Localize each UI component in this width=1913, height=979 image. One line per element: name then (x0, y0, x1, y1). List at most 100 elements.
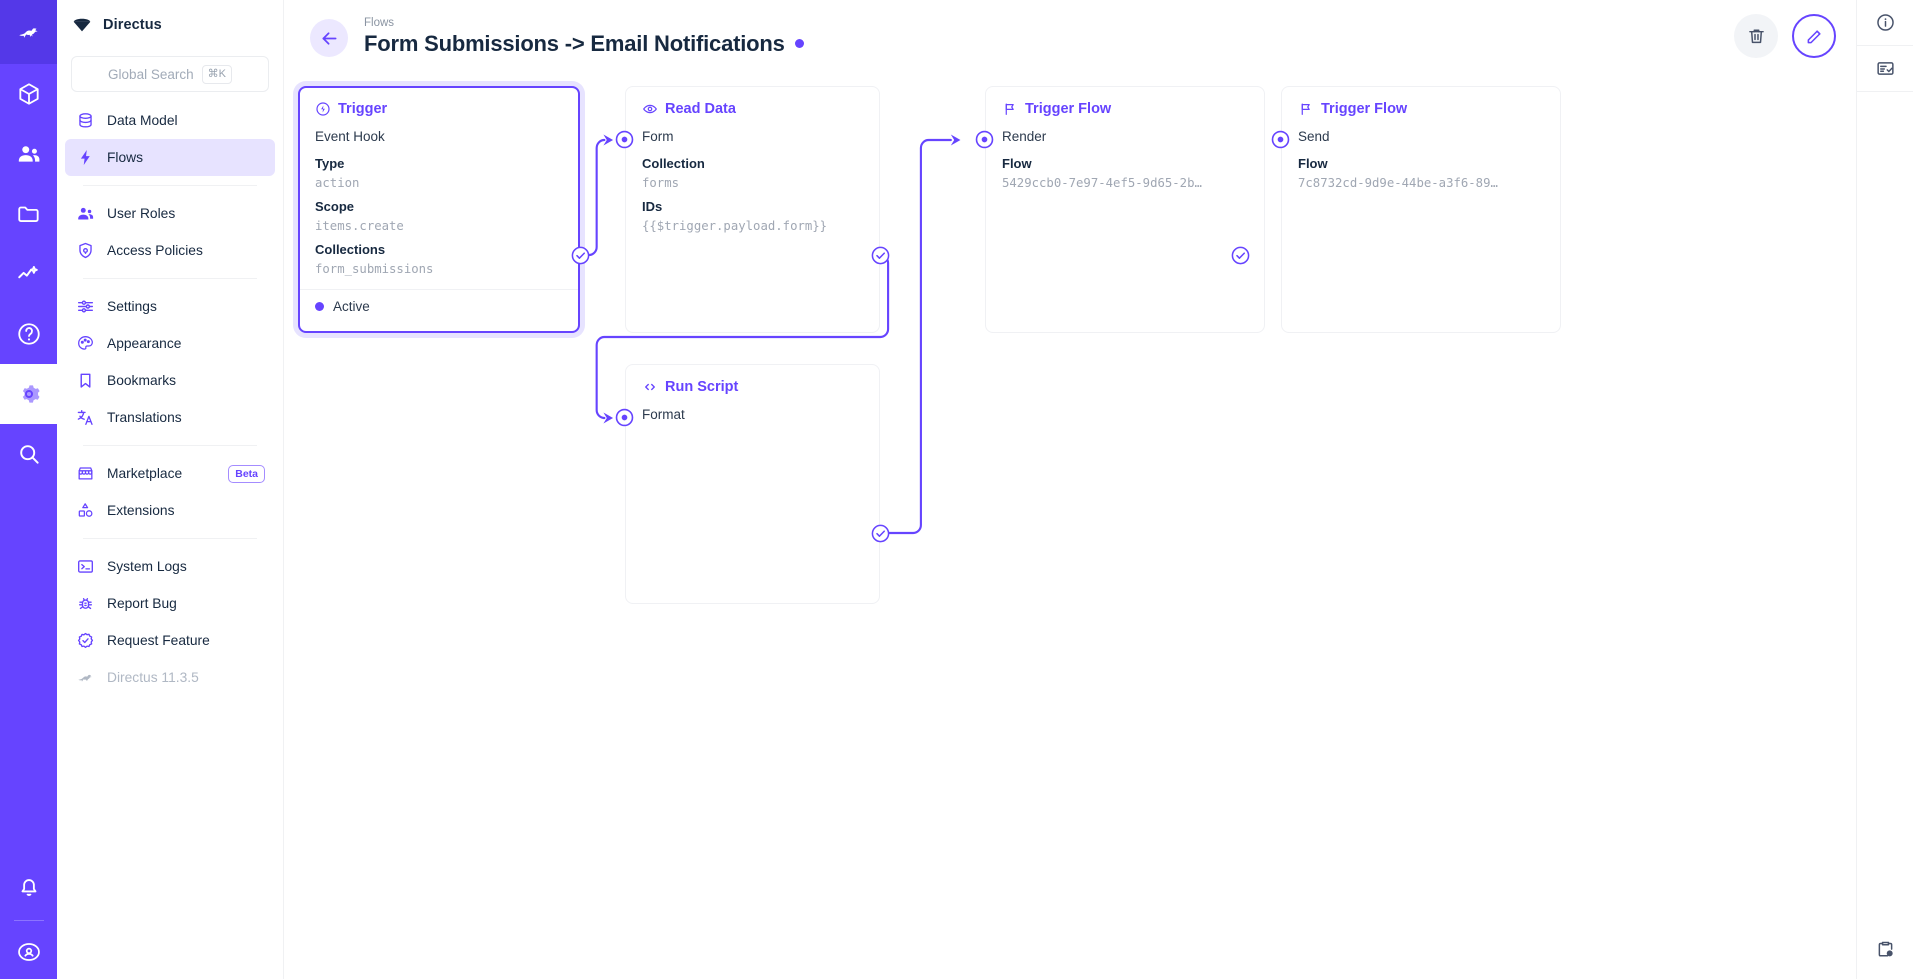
flow-node-run-script[interactable]: Run Script Format (625, 364, 880, 604)
module-bar (0, 0, 57, 979)
module-docs[interactable] (0, 304, 57, 364)
field-key-collection: Collection (642, 156, 705, 171)
field-key-scope: Scope (315, 199, 355, 214)
page-header: Flows Form Submissions -> Email Notifica… (284, 0, 1856, 72)
node-subtitle: Format (642, 407, 685, 422)
check-badge-icon (75, 631, 95, 651)
active-dot-icon (315, 302, 324, 311)
flow-node-trigger-flow-send[interactable]: Trigger Flow Send Flow 7c8732cd-9d9e-44b… (1281, 86, 1561, 333)
storefront-icon (75, 464, 95, 484)
field-value-flow: 5429ccb0-7e97-4ef5-9d65-2b… (1002, 176, 1202, 190)
sidebar-divider (83, 278, 257, 279)
flow-logs-button[interactable] (1857, 46, 1913, 91)
handle-read-data-success[interactable] (871, 246, 890, 265)
node-status-trigger: Active (300, 289, 578, 323)
node-title: Trigger Flow (1025, 101, 1112, 117)
palette-icon (75, 334, 95, 354)
back-button[interactable] (310, 19, 348, 57)
sidebar-item-user-roles[interactable]: User Roles (65, 195, 275, 232)
sidebar-item-label: Appearance (107, 336, 182, 351)
flow-info-button[interactable] (1857, 0, 1913, 45)
global-search-shortcut: ⌘K (201, 64, 232, 84)
node-status-label: Active (333, 299, 370, 314)
sidebar-divider (83, 445, 257, 446)
flow-node-trigger[interactable]: Trigger Event Hook Type action Scope ite… (298, 86, 580, 333)
notifications-button[interactable] (0, 856, 57, 916)
sidebar-divider (83, 538, 257, 539)
shield-lock-icon (75, 241, 95, 261)
handle-render-input[interactable] (975, 130, 994, 149)
flow-canvas[interactable]: Trigger Event Hook Type action Scope ite… (284, 72, 1856, 979)
sidebar-item-extensions[interactable]: Extensions (65, 492, 275, 529)
module-insights[interactable] (0, 244, 57, 304)
terminal-icon (75, 557, 95, 577)
sidebar-item-appearance[interactable]: Appearance (65, 325, 275, 362)
users-icon (75, 204, 95, 224)
breadcrumb[interactable]: Flows (364, 16, 395, 29)
sidebar-item-settings[interactable]: Settings (65, 288, 275, 325)
list-check-icon (1876, 62, 1894, 75)
flow-node-read-data[interactable]: Read Data Form Collection forms IDs {{$t… (625, 86, 880, 333)
info-circle-icon (1876, 14, 1894, 31)
handle-run-script-success[interactable] (871, 524, 890, 543)
module-user-directory[interactable] (0, 124, 57, 184)
sliders-icon (75, 297, 95, 317)
sidebar-item-label: Extensions (107, 503, 175, 518)
sidebar-item-flows[interactable]: Flows (65, 139, 275, 176)
sidebar-item-directus-11-3-5: Directus 11.3.5 (65, 659, 275, 696)
sidebar-item-report-bug[interactable]: Report Bug (65, 585, 275, 622)
field-key-collections: Collections (315, 242, 386, 257)
sidebar-item-access-policies[interactable]: Access Policies (65, 232, 275, 269)
field-value-collection: forms (642, 176, 680, 190)
rabbit-logo-icon (75, 668, 95, 688)
node-header-trigger-flow-render: Trigger Flow (1002, 101, 1248, 117)
user-account-button[interactable] (0, 925, 57, 979)
global-search-placeholder: Global Search (108, 66, 194, 82)
handle-read-data-input[interactable] (615, 130, 634, 149)
delete-flow-button[interactable] (1734, 14, 1778, 58)
handle-render-success[interactable] (1231, 246, 1250, 265)
handle-run-script-input[interactable] (615, 408, 634, 427)
field-key-flow: Flow (1298, 156, 1328, 171)
handle-trigger-success[interactable] (571, 246, 590, 265)
node-header-read-data: Read Data (642, 101, 863, 117)
flow-node-trigger-flow-render[interactable]: Trigger Flow Render Flow 5429ccb0-7e97-4… (985, 86, 1265, 333)
node-subtitle: Form (642, 129, 674, 144)
database-icon (75, 111, 95, 131)
trigger-bolt-circle-icon (315, 101, 331, 117)
bug-icon (75, 594, 95, 614)
module-file-library[interactable] (0, 184, 57, 244)
sidebar-item-request-feature[interactable]: Request Feature (65, 622, 275, 659)
extensions-icon (75, 501, 95, 521)
handle-send-input[interactable] (1271, 130, 1290, 149)
module-content[interactable] (0, 64, 57, 124)
node-title: Read Data (665, 101, 736, 117)
sidebar-item-bookmarks[interactable]: Bookmarks (65, 362, 275, 399)
sidebar-item-system-logs[interactable]: System Logs (65, 548, 275, 585)
module-bar-logo[interactable] (0, 0, 57, 64)
flag-icon (1298, 101, 1314, 117)
field-value-ids: {{$trigger.payload.form}} (642, 219, 828, 233)
sidebar-item-label: Settings (107, 299, 157, 314)
sidebar-item-label: Marketplace (107, 466, 183, 481)
eye-icon (642, 101, 658, 117)
trash-icon (1748, 28, 1764, 43)
field-value-type: action (315, 176, 360, 190)
activity-log-button[interactable] (1857, 919, 1913, 979)
edge-run-script-to-render (863, 138, 952, 535)
sidebar-item-label: Flows (107, 150, 144, 165)
edge-trigger-to-read-data (574, 138, 606, 257)
field-value-collections: form_submissions (315, 262, 434, 276)
sidebar-item-translations[interactable]: Translations (65, 399, 275, 436)
sidebar-divider (83, 185, 257, 186)
edit-flow-button[interactable] (1792, 14, 1836, 58)
node-header-run-script: Run Script (642, 379, 863, 395)
sidebar-item-data-model[interactable]: Data Model (65, 102, 275, 139)
global-search-input[interactable]: Global Search ⌘K (71, 56, 269, 92)
module-settings[interactable] (0, 364, 57, 424)
module-search[interactable] (0, 424, 57, 484)
field-value-scope: items.create (315, 219, 404, 233)
